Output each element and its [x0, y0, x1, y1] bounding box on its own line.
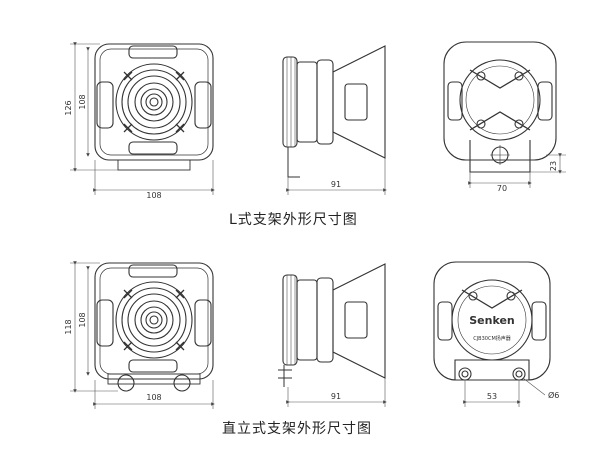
- upright-front-total-height-label: 118: [64, 319, 73, 334]
- l-back-width-label: 70: [497, 184, 507, 193]
- upright-front-body-height-label: 108: [78, 312, 87, 327]
- l-bracket-side-dimensions: [286, 158, 387, 195]
- upright-bracket-front-dimensions: [70, 261, 215, 409]
- upright-bracket-side-view: [278, 263, 386, 387]
- upright-hole-spacing-label: 53: [487, 392, 497, 401]
- l-front-body-height-label: 108: [78, 94, 87, 109]
- l-front-width-label: 108: [146, 191, 161, 200]
- l-bracket-back-view: [443, 41, 557, 173]
- upright-bracket-front-view: [94, 262, 214, 392]
- l-bracket-back-dimensions: [468, 153, 566, 188]
- l-bracket-caption: L式支架外形尺寸图: [229, 212, 358, 228]
- upright-bracket-side-dimensions: [286, 378, 387, 407]
- l-bracket-side-view: [282, 45, 386, 178]
- upright-front-width-label: 108: [146, 393, 161, 402]
- l-bracket-front-dimensions: [70, 42, 215, 195]
- l-front-total-height-label: 126: [64, 100, 73, 115]
- l-back-offset-label: 23: [549, 161, 558, 171]
- l-side-depth-label: 91: [331, 180, 341, 189]
- upright-side-depth-label: 91: [331, 392, 341, 401]
- brand-text: Senken: [469, 314, 515, 327]
- upright-bracket-back-view: [433, 261, 551, 381]
- upright-bracket-back-dimensions: [463, 377, 546, 407]
- l-bracket-front-view: [94, 43, 214, 171]
- upright-bracket-caption: 直立式支架外形尺寸图: [222, 421, 372, 437]
- model-text: CJB30CM扬声器: [473, 335, 511, 342]
- upright-hole-diameter-label: Ø6: [548, 390, 559, 400]
